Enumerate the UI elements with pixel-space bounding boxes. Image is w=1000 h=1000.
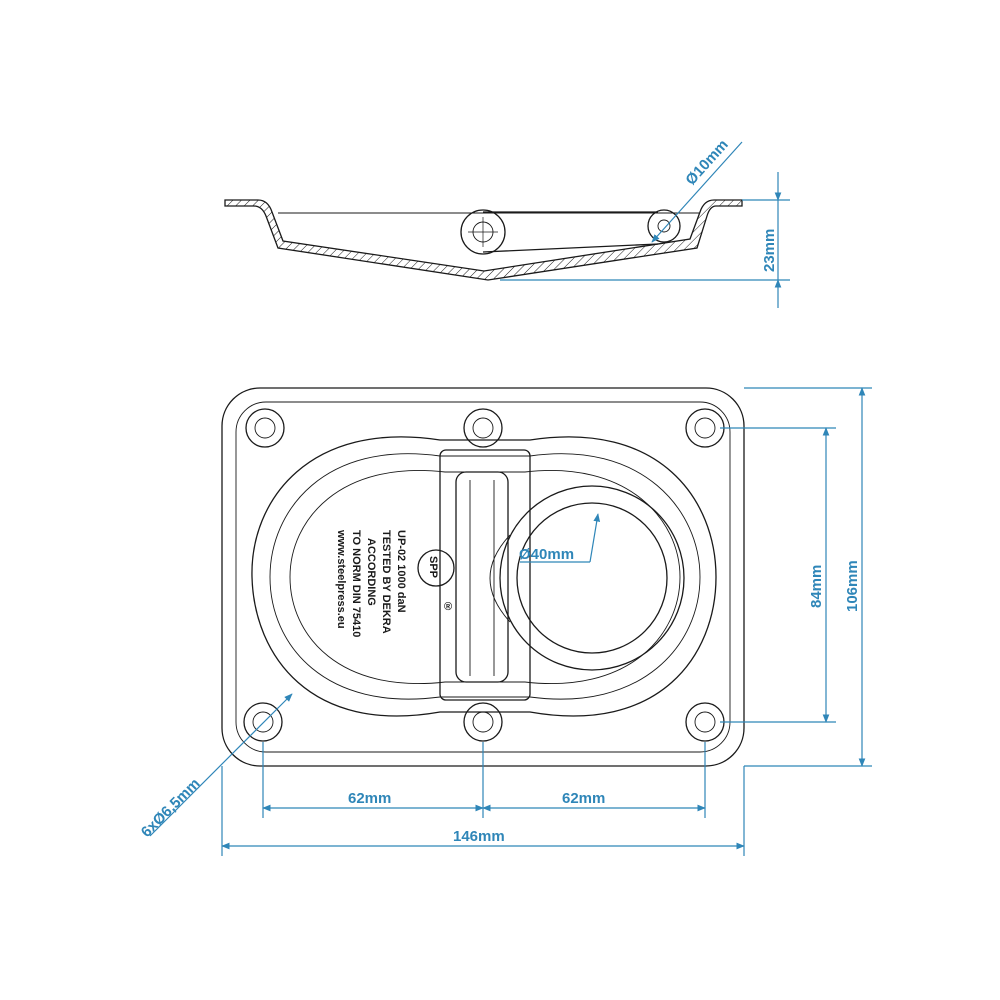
svg-text:TO NORM DIN 75410: TO NORM DIN 75410 <box>350 530 362 637</box>
side-view-section <box>224 199 743 281</box>
stamp-text: UP-02 1000 daN TESTED BY DEKRA ACCORDING… <box>335 529 407 637</box>
overall-height-label: 106mm <box>844 560 861 612</box>
hinge-pin <box>455 471 509 683</box>
overall-width-label: 146mm <box>453 828 505 845</box>
hole-top-left <box>245 408 285 448</box>
hole-spacing-right-label: 62mm <box>562 790 605 807</box>
hole-spacing-left-label: 62mm <box>348 790 391 807</box>
svg-text:www.steelpress.eu: www.steelpress.eu <box>335 529 347 629</box>
side-pin-right <box>647 209 681 243</box>
hole-bottom-center <box>463 702 503 742</box>
hole-top-right <box>685 408 725 448</box>
svg-text:ACCORDING: ACCORDING <box>365 538 377 606</box>
mounting-holes <box>243 408 725 742</box>
lashing-ring <box>499 485 685 671</box>
hole-bottom-left <box>243 702 283 742</box>
side-view: Ø10mm 23mm <box>224 136 790 308</box>
top-view: Ø40mm UP-02 1000 daN TESTED BY DEKRA ACC… <box>138 387 872 856</box>
side-height-label: 23mm <box>761 229 778 272</box>
hole-top-center <box>463 408 503 448</box>
hole-count-label: 6xØ6,5mm <box>138 775 204 841</box>
svg-text:®: ® <box>444 601 452 613</box>
recess-outline <box>251 436 717 717</box>
base-plate <box>221 387 745 767</box>
svg-text:UP-02 1000 daN: UP-02 1000 daN <box>395 530 407 613</box>
ring-diameter-label: Ø40mm <box>519 546 574 563</box>
svg-text:TESTED BY DEKRA: TESTED BY DEKRA <box>380 530 392 634</box>
hole-spacing-vertical-label: 84mm <box>808 565 825 608</box>
svg-text:SPP: SPP <box>427 556 439 578</box>
spp-logo: SPP ® <box>417 549 455 613</box>
side-pin-left <box>460 209 506 255</box>
hole-bottom-right <box>685 702 725 742</box>
